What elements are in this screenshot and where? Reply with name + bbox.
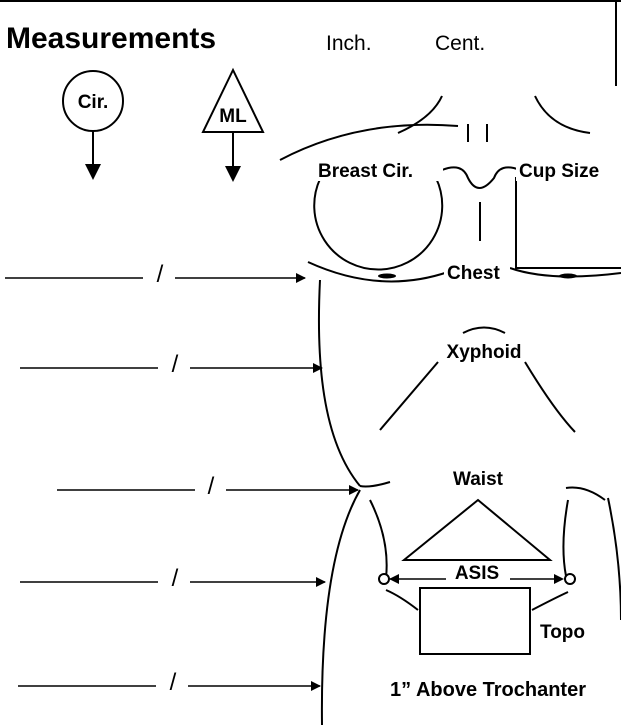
topo-rectangle: [420, 588, 530, 654]
waist-triangle: [404, 500, 550, 560]
left-rib-line: [380, 362, 438, 430]
waist-separator: /: [208, 473, 215, 500]
asis-right-arrowhead-icon: [554, 574, 564, 584]
left-nipple-mark: [378, 274, 396, 279]
right-asis-point: [565, 574, 575, 584]
right-inner-hip: [563, 500, 568, 576]
chest-separator: /: [157, 261, 164, 288]
right-clavicle: [535, 96, 590, 133]
circle-down-arrow-icon: [85, 164, 101, 180]
trochanter-separator: /: [170, 669, 177, 696]
trochanter-label: 1” Above Trochanter: [390, 679, 586, 701]
chest-label: Chest: [447, 263, 500, 284]
right-hip-outline: [608, 498, 621, 620]
legend-circumference: Cir.: [63, 71, 123, 180]
entry-row-waist: /: [57, 473, 358, 500]
sternal-notch-curve: [442, 167, 520, 188]
left-side-torso: [319, 280, 360, 486]
left-asis-curve: [386, 590, 418, 610]
breast-cir-label: Breast Cir.: [318, 161, 413, 182]
legend-medial-lateral: ML: [203, 70, 263, 182]
entry-row-trochanter: /: [18, 669, 320, 696]
xyphoid-label: Xyphoid: [447, 342, 522, 363]
cup-size-label: Cup Size: [519, 161, 599, 182]
xyphoid-arc: [463, 328, 505, 334]
right-nipple-mark: [559, 274, 577, 279]
entry-row-xyphoid: /: [20, 351, 322, 378]
entry-row-chest: /: [5, 261, 305, 288]
asis-separator: /: [172, 565, 179, 592]
triangle-down-arrow-icon: [225, 166, 241, 182]
right-rib-line: [525, 362, 575, 432]
left-inner-hip: [370, 500, 387, 578]
waist-label: Waist: [453, 469, 504, 490]
entry-row-asis: /: [20, 565, 325, 592]
left-hip-outline: [322, 490, 360, 725]
left-asis-point: [379, 574, 389, 584]
triangle-label: ML: [219, 106, 247, 127]
asis-label: ASIS: [455, 563, 499, 584]
asis-left-arrowhead-icon: [389, 574, 399, 584]
right-asis-curve: [532, 592, 568, 610]
left-breast-outline: [314, 178, 442, 270]
circle-label: Cir.: [78, 92, 109, 113]
topo-label: Topo: [540, 622, 585, 643]
left-waist-notch: [360, 482, 390, 487]
cup-size-bracket: [516, 177, 621, 268]
left-clavicle: [398, 96, 442, 133]
left-shoulder-line: [280, 125, 458, 160]
xyphoid-separator: /: [172, 351, 179, 378]
right-waist-notch: [566, 488, 605, 501]
left-underbust-curve: [308, 262, 448, 281]
